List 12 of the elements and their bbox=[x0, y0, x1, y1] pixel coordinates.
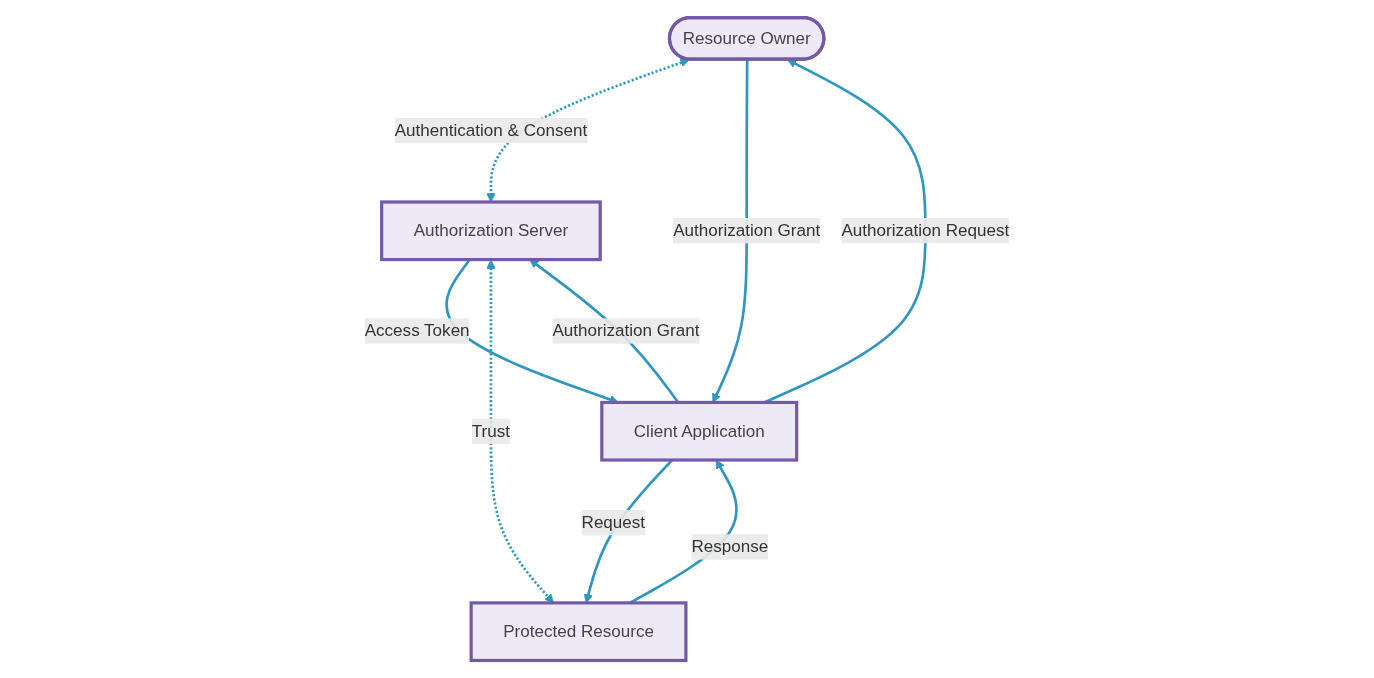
edge-label: Authorization Grant bbox=[552, 321, 700, 340]
edge-label: Authorization Grant bbox=[673, 221, 821, 240]
node-box: Client Application bbox=[600, 400, 799, 462]
edge-label: Authentication & Consent bbox=[394, 120, 588, 140]
edge-label: Access Token bbox=[364, 321, 470, 340]
edge-label: Request bbox=[581, 513, 646, 532]
edge-label: Trust bbox=[471, 421, 511, 440]
edge-label: Response bbox=[691, 537, 769, 556]
arrow bbox=[712, 59, 749, 403]
node-box: Protected Resource bbox=[469, 601, 688, 663]
edge-label: Authorization Request bbox=[841, 221, 1010, 240]
node-box: Authorization Server bbox=[380, 200, 602, 262]
